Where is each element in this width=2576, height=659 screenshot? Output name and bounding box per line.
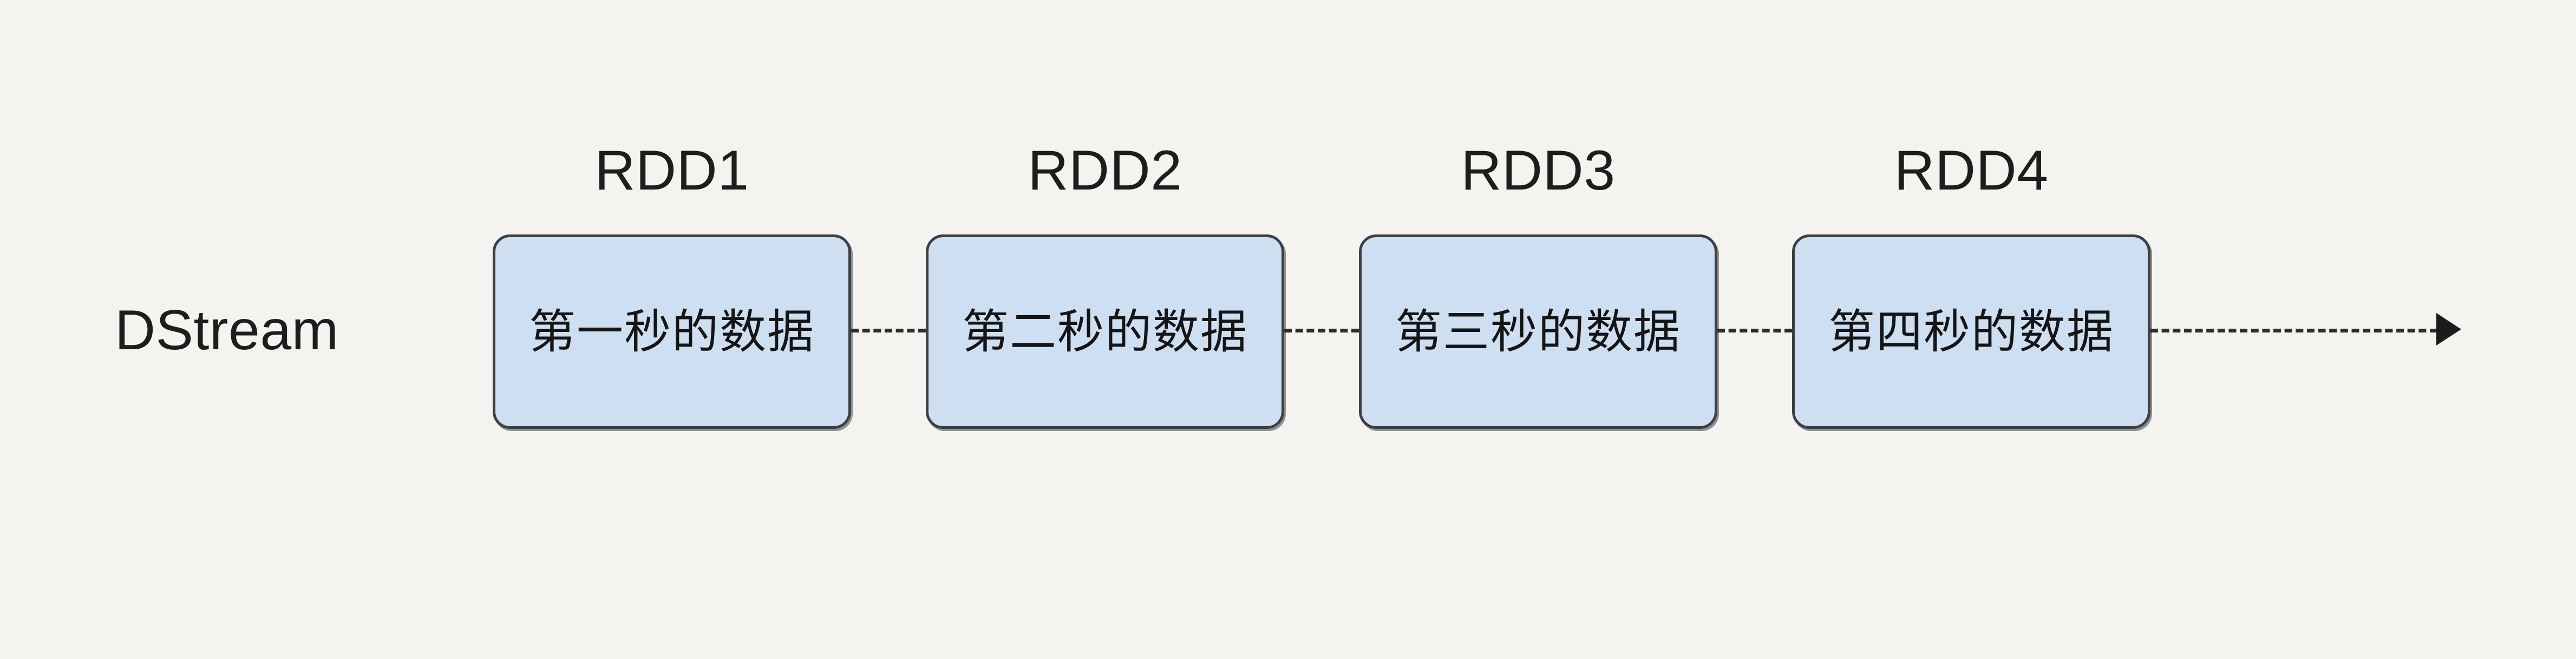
connector-rdd3-rdd4	[1717, 329, 1792, 332]
rdd-box-label-1: 第一秒的数据	[529, 305, 815, 358]
rdd-box-label-4: 第四秒的数据	[1828, 305, 2114, 358]
rdd-caption-4: RDD4	[1894, 139, 2049, 202]
rdd-box-3[interactable]: 第三秒的数据	[1359, 234, 1717, 429]
rdd-caption-3: RDD3	[1461, 139, 1616, 202]
rdd-box-label-3: 第三秒的数据	[1395, 305, 1681, 358]
arrow-head-icon	[2436, 313, 2461, 345]
rdd-box-4[interactable]: 第四秒的数据	[1792, 234, 2150, 429]
continuation-dashed-line	[2150, 329, 2437, 332]
rdd-box-1[interactable]: 第一秒的数据	[493, 234, 851, 429]
connector-rdd2-rdd3	[1284, 329, 1359, 332]
rdd-box-2[interactable]: 第二秒的数据	[926, 234, 1284, 429]
connector-rdd1-rdd2	[851, 329, 926, 332]
rdd-box-label-2: 第二秒的数据	[962, 305, 1248, 358]
dstream-row-label: DStream	[115, 299, 339, 362]
rdd-caption-2: RDD2	[1028, 139, 1182, 202]
rdd-caption-1: RDD1	[594, 139, 749, 202]
